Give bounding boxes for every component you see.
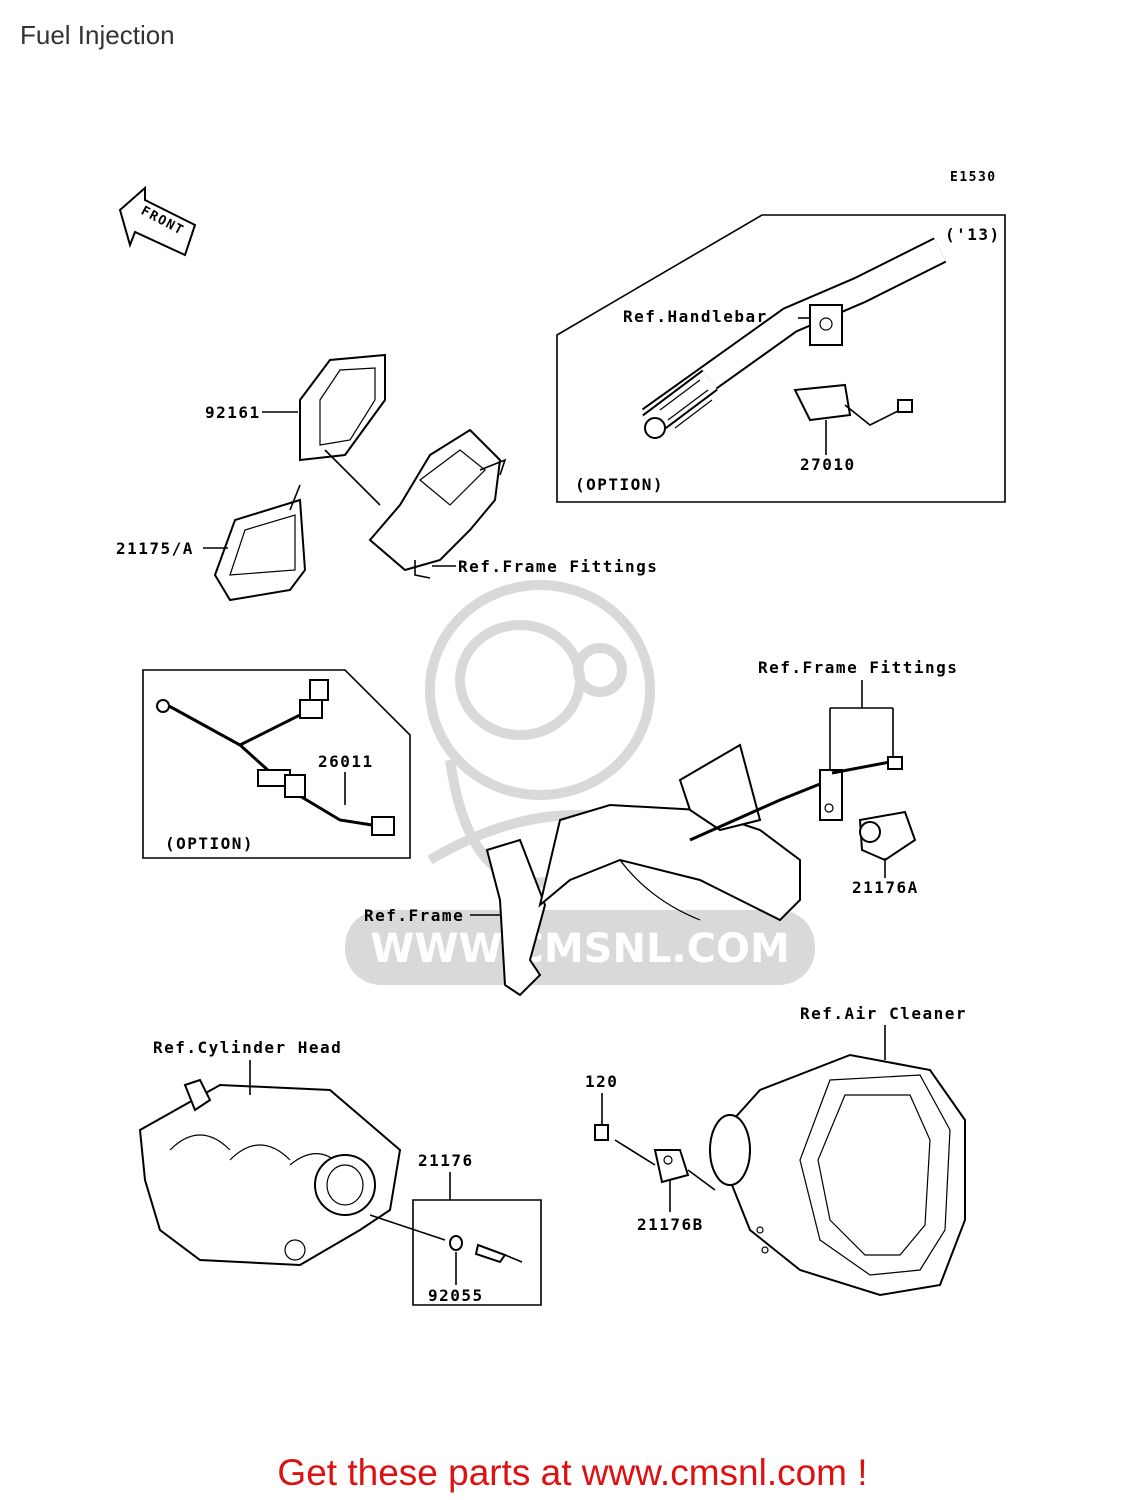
diagram-code: E1530 (950, 170, 997, 185)
label-21176A: 21176A (852, 878, 919, 897)
front-arrow-icon: FRONT (118, 185, 197, 257)
watermark-logo: WWW.CMSNL.COM (345, 580, 815, 985)
ecu-group (203, 353, 507, 602)
label-ref-frame: Ref.Frame (364, 906, 464, 925)
frame-group (470, 680, 917, 997)
label-92055: 92055 (428, 1286, 484, 1305)
label-21176: 21176 (418, 1151, 474, 1170)
label-27010: 27010 (800, 455, 856, 474)
label-120: 120 (585, 1072, 618, 1091)
label-21175: 21175/A (116, 539, 194, 558)
label-ref-frame-fittings-2: Ref.Frame Fittings (758, 658, 958, 677)
label-option-left: (OPTION) (165, 834, 254, 853)
label-92161: 92161 (205, 403, 261, 422)
air-cleaner-group (594, 1025, 966, 1297)
option-box-handlebar: ('13) (556, 214, 1006, 503)
page-title: Fuel Injection (20, 20, 175, 50)
footer-link[interactable]: Get these parts at www.cmsnl.com ! (277, 1452, 868, 1493)
option-box-harness (142, 669, 411, 859)
label-ref-frame-fittings-1: Ref.Frame Fittings (458, 557, 658, 576)
year-note: ('13) (945, 225, 1001, 244)
label-ref-air-cleaner: Ref.Air Cleaner (800, 1004, 967, 1023)
cylinder-head-group (138, 1060, 542, 1306)
label-26011: 26011 (318, 752, 374, 771)
label-ref-handlebar: Ref.Handlebar (623, 307, 768, 326)
label-21176B: 21176B (637, 1215, 704, 1234)
label-ref-cylinder-head: Ref.Cylinder Head (153, 1038, 342, 1057)
label-option-top: (OPTION) (575, 475, 664, 494)
watermark-text: WWW.CMSNL.COM (370, 926, 790, 972)
